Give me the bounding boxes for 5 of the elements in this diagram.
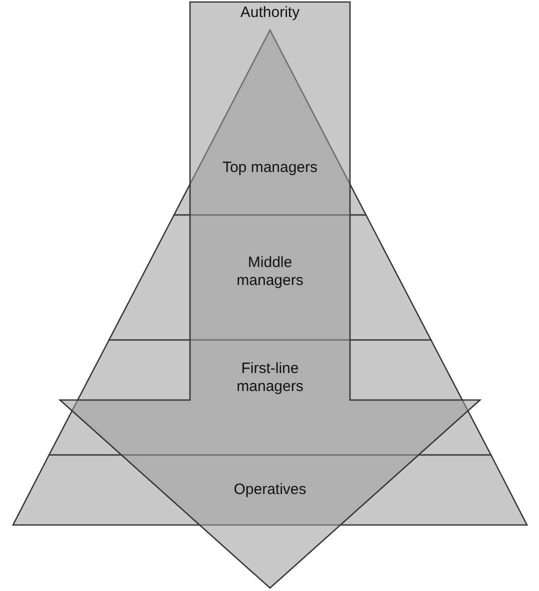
tier-label: First-line managers bbox=[236, 360, 304, 396]
tier-label: Top managers bbox=[221, 159, 319, 177]
tier-label: Operatives bbox=[232, 481, 308, 499]
arrow-label: Authority bbox=[239, 4, 301, 22]
tier-label: Middle managers bbox=[236, 254, 304, 290]
